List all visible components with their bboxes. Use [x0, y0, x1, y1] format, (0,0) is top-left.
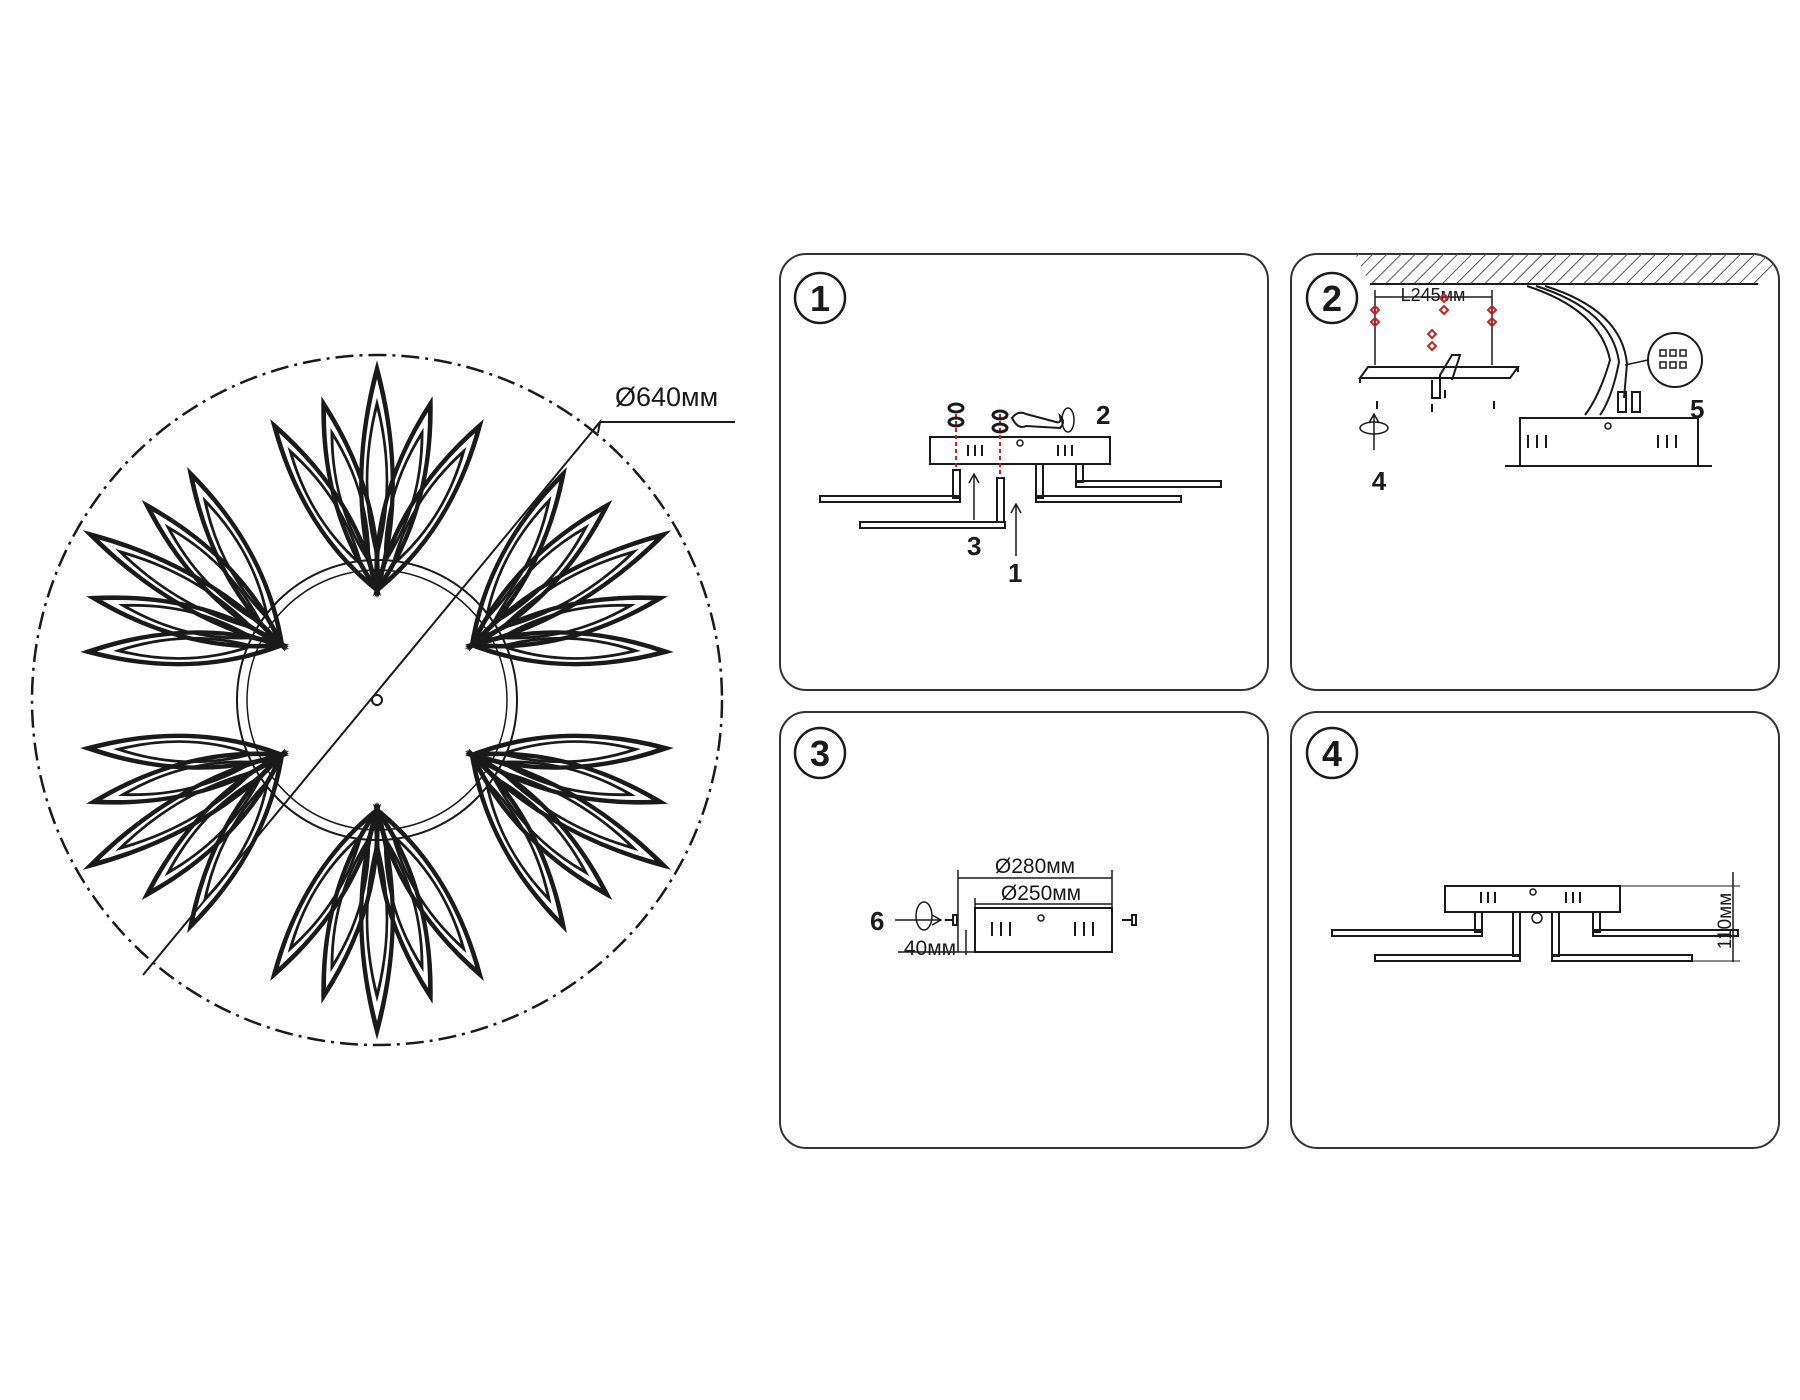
step-panel-4: 4 110мм	[1290, 711, 1780, 1149]
callout-5: 5	[1690, 394, 1704, 424]
step-panel-2: 2 L245мм 4	[1290, 253, 1780, 691]
callout-4: 4	[1372, 466, 1387, 496]
diameter-label: Ø640мм	[615, 382, 718, 412]
screw-length-label: 40мм	[904, 937, 956, 960]
step-panel-3: 3 Ø280мм Ø250мм 6 40мм	[779, 711, 1269, 1149]
callout-3: 3	[967, 531, 981, 561]
step-panel-1: 1 2 3 1	[779, 253, 1269, 691]
callout-1: 1	[1008, 558, 1022, 588]
step-number-2: 2	[1322, 278, 1342, 319]
step-number-4: 4	[1322, 733, 1342, 774]
callout-2: 2	[1096, 400, 1110, 430]
inner-diameter-label: Ø250мм	[1001, 882, 1081, 905]
outer-diameter-label: Ø280мм	[995, 855, 1075, 878]
leaf-clusters	[83, 370, 671, 1031]
chandelier-top-view: Ø640мм	[30, 353, 735, 1047]
step-number-1: 1	[810, 278, 830, 319]
length-label: L245мм	[1401, 285, 1466, 305]
callout-6: 6	[870, 906, 884, 936]
height-label: 110мм	[1715, 893, 1736, 949]
step-number-3: 3	[810, 733, 830, 774]
